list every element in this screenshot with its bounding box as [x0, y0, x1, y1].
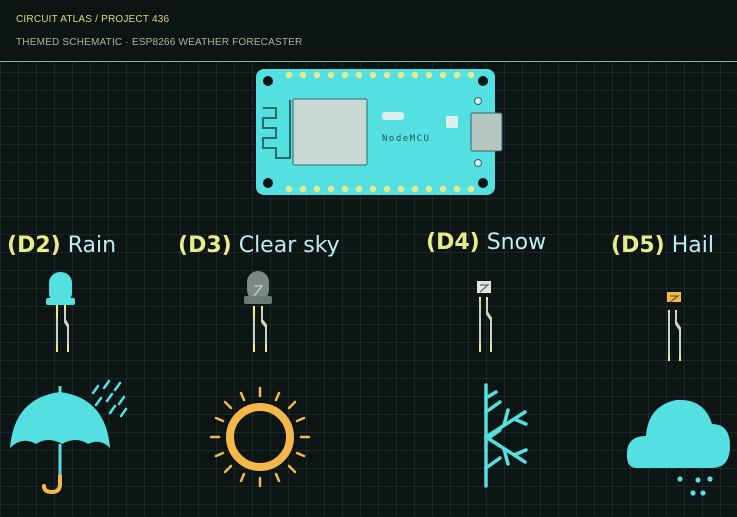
antenna-trace — [262, 100, 291, 159]
output-name: Snow — [486, 230, 547, 255]
output-label-d5: (D5) Hail — [611, 233, 714, 258]
led-d5[interactable] — [667, 292, 681, 361]
page-subtitle: THEMED SCHEMATIC · ESP8266 WEATHER FOREC… — [16, 37, 303, 48]
button-component — [446, 116, 458, 128]
led-d2[interactable] — [46, 272, 75, 352]
output-name: Clear sky — [238, 233, 340, 258]
led-d3[interactable] — [244, 271, 272, 352]
umbrella-rain-icon — [10, 379, 128, 495]
header: CIRCUIT ATLAS / PROJECT 436 THEMED SCHEM… — [0, 0, 737, 62]
hail-cloud-icon — [626, 399, 730, 496]
board-bottom-pins — [285, 185, 475, 193]
esp-module — [292, 98, 368, 166]
snowflake-icon — [484, 383, 528, 488]
mounting-holes — [263, 76, 488, 188]
output-label-d3: (D3) Clear sky — [178, 233, 340, 258]
led-d4[interactable] — [477, 281, 492, 352]
chip-component — [382, 112, 404, 120]
usb-port — [470, 112, 503, 152]
output-label-d4: (D4) Snow — [426, 230, 547, 255]
output-name: Hail — [671, 233, 714, 258]
side-pins — [474, 97, 482, 167]
output-label-d2: (D2) Rain — [7, 233, 117, 258]
board-label: NodeMCU — [382, 134, 430, 144]
nodemcu-board[interactable]: NodeMCU — [256, 69, 503, 195]
pin-label: D2 — [17, 233, 51, 258]
sun-icon — [209, 386, 311, 488]
output-name: Rain — [67, 233, 117, 258]
breadcrumb[interactable]: CIRCUIT ATLAS / PROJECT 436 — [16, 14, 170, 25]
board-top-pins — [285, 71, 475, 79]
pin-label: D4 — [436, 230, 470, 255]
pin-label: D5 — [621, 233, 655, 258]
pin-label: D3 — [188, 233, 222, 258]
